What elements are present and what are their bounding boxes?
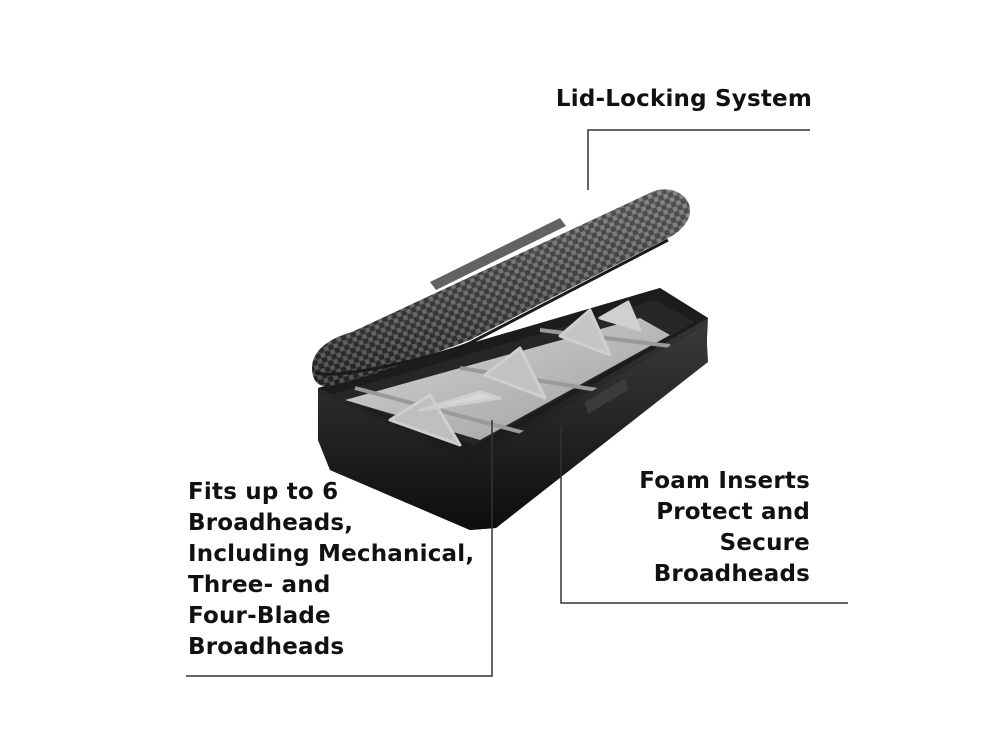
- broadhead: [459, 346, 611, 400]
- broadhead: [539, 300, 671, 357]
- callout-line: Including Mechanical,: [188, 541, 475, 567]
- callout-line: Three- and: [188, 572, 331, 598]
- callout-line: Broadheads: [188, 634, 345, 660]
- case-lid: [312, 189, 690, 387]
- callout-line: Secure: [719, 530, 810, 556]
- callout-lid-locking: Lid-Locking System: [556, 84, 812, 115]
- callout-line: Fits up to 6: [188, 479, 339, 505]
- callout-line: Broadheads: [653, 561, 810, 587]
- callout-line: Lid-Locking System: [555, 86, 812, 112]
- callout-line: Four-Blade: [188, 603, 331, 629]
- callout-line: Protect and: [656, 499, 810, 525]
- callout-line: Broadheads,: [188, 510, 354, 536]
- callout-line: Foam Inserts: [639, 468, 810, 494]
- callout-fits-up-to: Fits up to 6 Broadheads, Including Mecha…: [188, 477, 474, 663]
- callout-foam-inserts: Foam Inserts Protect and Secure Broadhea…: [639, 466, 810, 590]
